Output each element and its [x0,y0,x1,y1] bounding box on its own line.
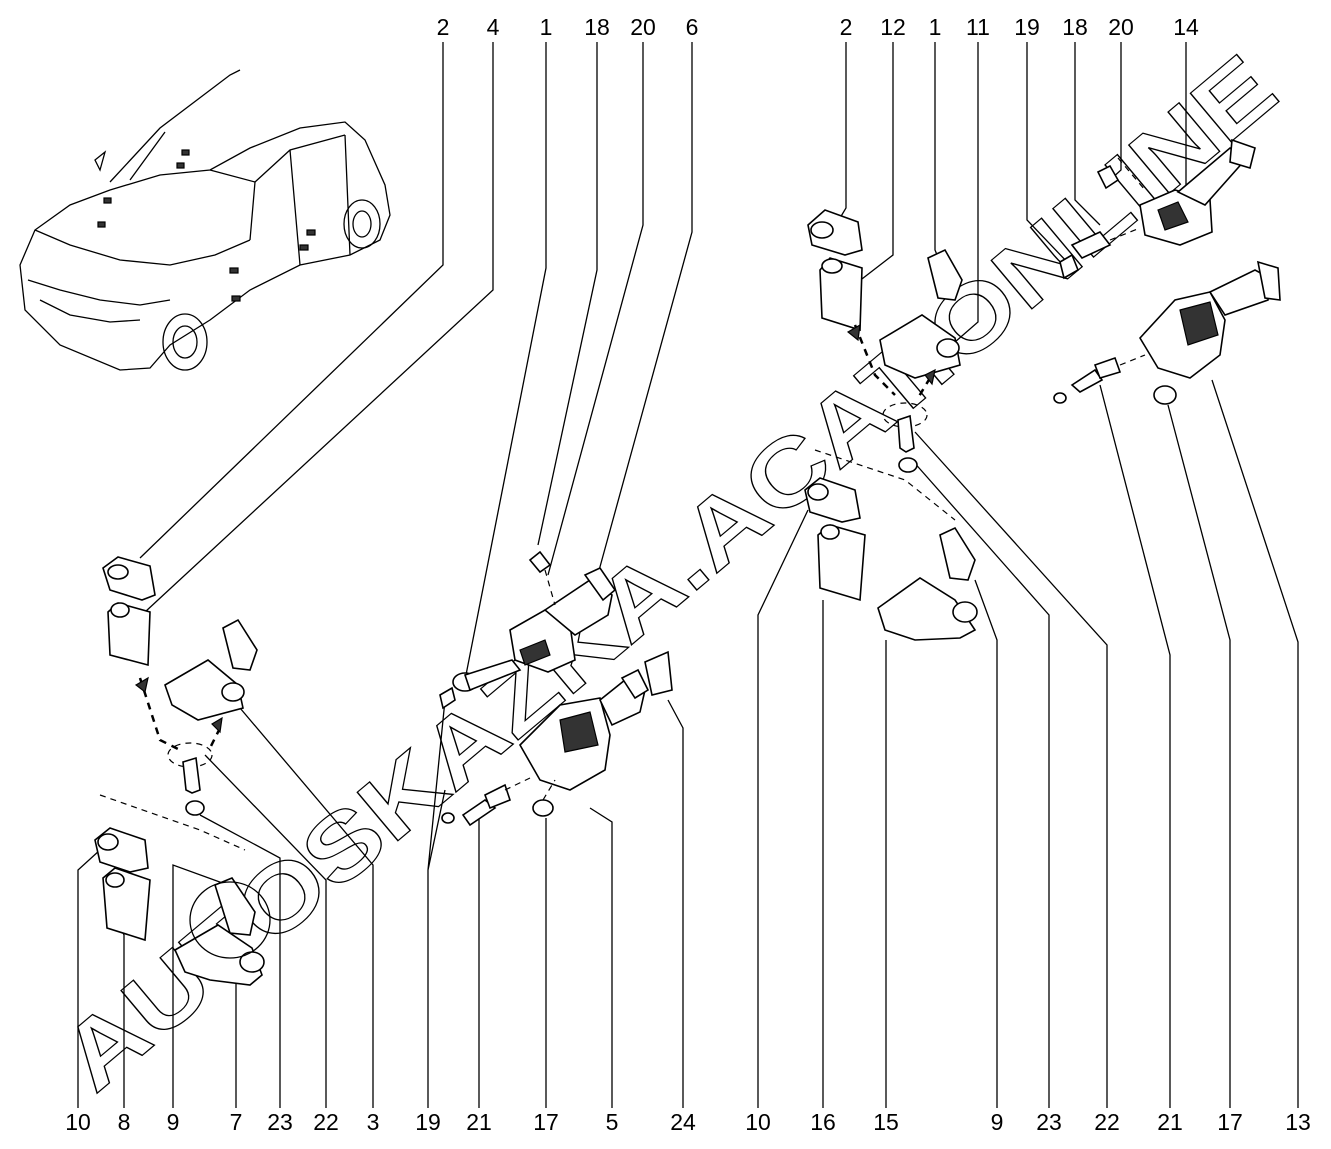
label-21-bottom-right: 21 [1157,1109,1183,1135]
label-20-top-left: 20 [630,14,656,40]
label-23-bottom-right: 23 [1036,1109,1062,1135]
car-overview-illustration [19,69,391,371]
label-9-bottom-left: 9 [167,1109,180,1135]
label-24-bottom: 24 [670,1109,696,1135]
right-lower-hinge [804,449,978,641]
label-10-bottom-left: 10 [65,1109,91,1135]
label-17-bottom-left: 17 [533,1109,559,1135]
left-upper-hinge [102,556,258,816]
label-6-top: 6 [686,14,699,40]
label-3-bottom: 3 [367,1109,380,1135]
label-12-top: 12 [880,14,906,40]
label-1-top-left: 1 [540,14,553,40]
leader-lines [77,42,1299,1108]
left-door-check [439,550,617,710]
top-labels-right: 2 12 1 11 19 18 20 14 [840,14,1199,40]
label-16-bottom: 16 [810,1109,836,1135]
label-1-top-right: 1 [929,14,942,40]
label-9-bottom-right: 9 [991,1109,1004,1135]
label-21-bottom-left: 21 [466,1109,492,1135]
label-23-bottom-left: 23 [267,1109,293,1135]
bottom-labels: 10 8 9 7 23 22 3 19 21 17 5 24 10 16 15 … [65,1109,1311,1135]
label-14-top: 14 [1173,14,1199,40]
label-19-top: 19 [1014,14,1040,40]
label-18-top-right: 18 [1062,14,1088,40]
left-lower-hinge [94,794,271,986]
label-4-top: 4 [487,14,500,40]
label-15-bottom: 15 [873,1109,899,1135]
label-22-bottom-right: 22 [1094,1109,1120,1135]
label-2-top-left: 2 [437,14,450,40]
label-13-bottom: 13 [1285,1109,1311,1135]
left-door-check-lower [441,650,673,827]
label-7-bottom: 7 [230,1109,243,1135]
right-upper-hinge [807,209,963,473]
label-10-bottom-right: 10 [745,1109,771,1135]
top-labels-left: 2 4 1 18 20 6 [437,14,699,40]
label-8-bottom: 8 [118,1109,131,1135]
label-18-top-left: 18 [584,14,610,40]
label-11-top: 11 [966,14,990,40]
label-17-bottom-right: 17 [1217,1109,1243,1135]
right-door-check [1059,138,1256,280]
right-door-check-lower [1053,260,1281,405]
label-19-bottom: 19 [415,1109,441,1135]
label-22-bottom-left: 22 [313,1109,339,1135]
label-2-top-right: 2 [840,14,853,40]
label-5-bottom: 5 [606,1109,619,1135]
label-20-top-right: 20 [1108,14,1134,40]
